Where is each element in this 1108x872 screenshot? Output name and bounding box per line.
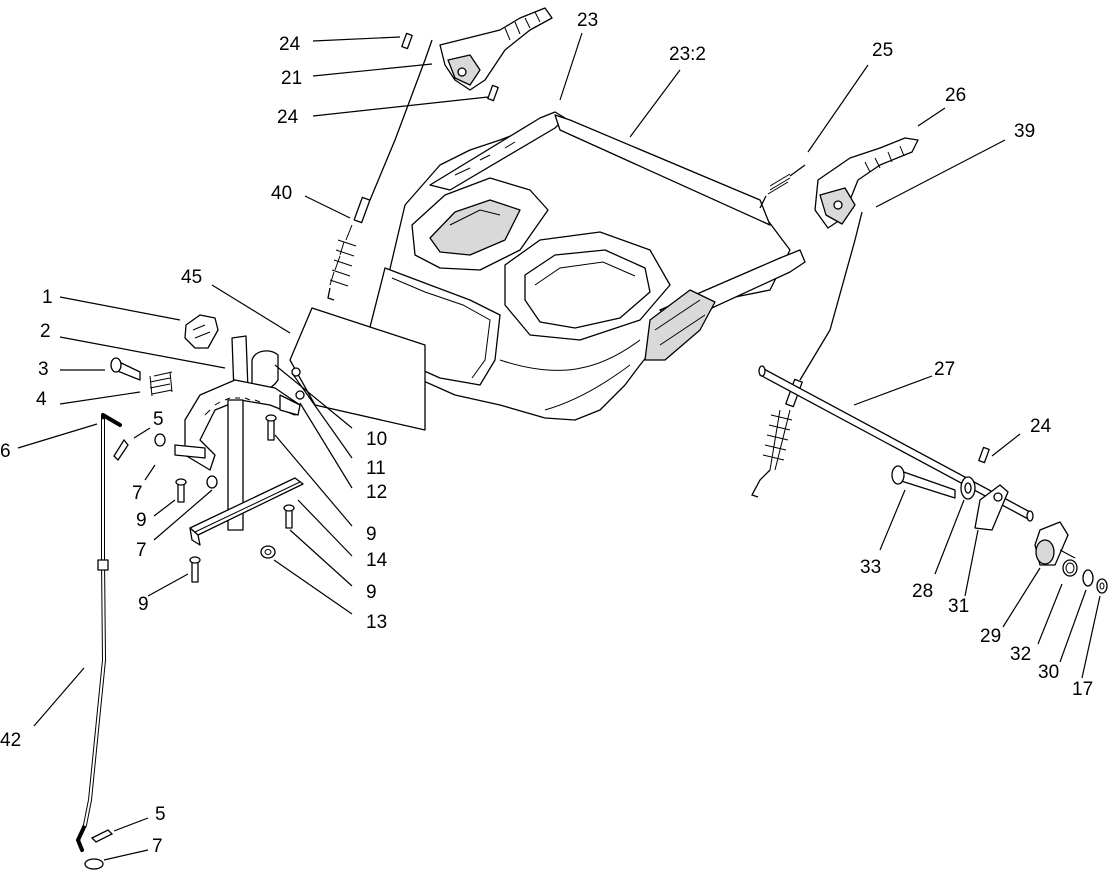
callout-label: 23:2 (669, 44, 706, 65)
shift-rod-part-6-42 (75, 413, 122, 852)
callout-label: 9 (366, 582, 377, 603)
decal-part-45 (289, 307, 426, 431)
washer-part-7-b (206, 475, 218, 489)
bolt-part-9-b (265, 414, 277, 441)
callout-label: 24 (277, 107, 299, 128)
callout-label: 24 (1030, 416, 1052, 437)
bolt-part-9-a (175, 478, 187, 503)
bushing-part-28 (960, 476, 976, 500)
pivot-bolt-part-3 (110, 357, 141, 381)
right-handle-part-26 (814, 137, 919, 229)
callout-label: 17 (1072, 679, 1093, 700)
callout-label: 11 (366, 458, 386, 479)
bolt-part-9-d (189, 556, 201, 583)
callout-label: 33 (860, 557, 881, 578)
washer-part-7-c (84, 858, 104, 870)
nut-part-17 (1096, 578, 1108, 594)
callout-label: 3 (38, 359, 49, 380)
callout-label: 2 (40, 321, 51, 342)
callout-label: 21 (281, 68, 302, 89)
callout-label: 10 (366, 429, 387, 450)
callout-label: 29 (980, 626, 1001, 647)
callout-label: 31 (948, 596, 969, 617)
callout-label: 27 (934, 359, 955, 380)
callout-label: 45 (181, 267, 202, 288)
channel-part-14 (189, 477, 304, 546)
cotter-pin-part-5-lower (90, 829, 114, 843)
callout-label: 13 (366, 612, 387, 633)
cotter-pin-part-5-upper (113, 438, 129, 462)
callout-label: 1 (42, 287, 53, 308)
callout-label: 4 (36, 389, 47, 410)
bracket-part-31 (974, 484, 1009, 531)
cable-part-40 (327, 39, 433, 301)
decal-part-23-2 (554, 114, 771, 226)
callout-label: 6 (0, 441, 11, 462)
washer-part-12 (295, 390, 305, 400)
callout-labels: 24 21 24 40 23 23:2 25 26 39 45 1 2 3 4 … (0, 10, 1093, 857)
knob-part-1 (184, 314, 219, 349)
callout-label: 14 (366, 550, 388, 571)
washer-part-7-a (154, 433, 166, 447)
callout-label: 30 (1038, 662, 1059, 683)
spring-part-4 (149, 371, 173, 397)
bolt-part-9-c (283, 504, 295, 529)
callout-label: 25 (872, 40, 893, 61)
callout-label: 28 (912, 581, 933, 602)
callout-label: 5 (153, 409, 164, 430)
shift-lever-part-2 (231, 335, 279, 393)
leader-lines (17, 32, 1101, 861)
callout-label: 9 (366, 524, 377, 545)
callout-label: 39 (1014, 121, 1035, 142)
callout-label: 9 (136, 510, 147, 531)
callout-label: 23 (577, 10, 598, 31)
callout-label: 9 (138, 594, 149, 615)
callout-label: 32 (1010, 644, 1031, 665)
left-handle-part-21 (439, 7, 553, 91)
shift-plate-bracket (174, 379, 301, 531)
callout-label: 5 (155, 804, 166, 825)
washer-part-30 (1082, 569, 1094, 587)
callout-label: 24 (279, 34, 301, 55)
callout-label: 12 (366, 482, 387, 503)
spring-part-32 (1062, 559, 1078, 577)
pin-part-24-right (978, 446, 990, 464)
handle-panel-part-23 (367, 111, 806, 421)
bolt-part-33 (891, 465, 956, 499)
nut-part-11 (291, 367, 301, 377)
callout-label: 40 (271, 183, 292, 204)
nut-part-13 (260, 545, 276, 559)
callout-label: 7 (136, 540, 147, 561)
callout-label: 26 (945, 85, 966, 106)
spring-part-25 (759, 164, 806, 209)
lever-part-29 (1034, 521, 1076, 566)
pin-part-24-lower (487, 84, 499, 102)
callout-label: 42 (0, 730, 21, 751)
pin-part-24-upper (401, 32, 413, 50)
callout-label: 7 (132, 483, 143, 504)
callout-label: 7 (152, 836, 163, 857)
